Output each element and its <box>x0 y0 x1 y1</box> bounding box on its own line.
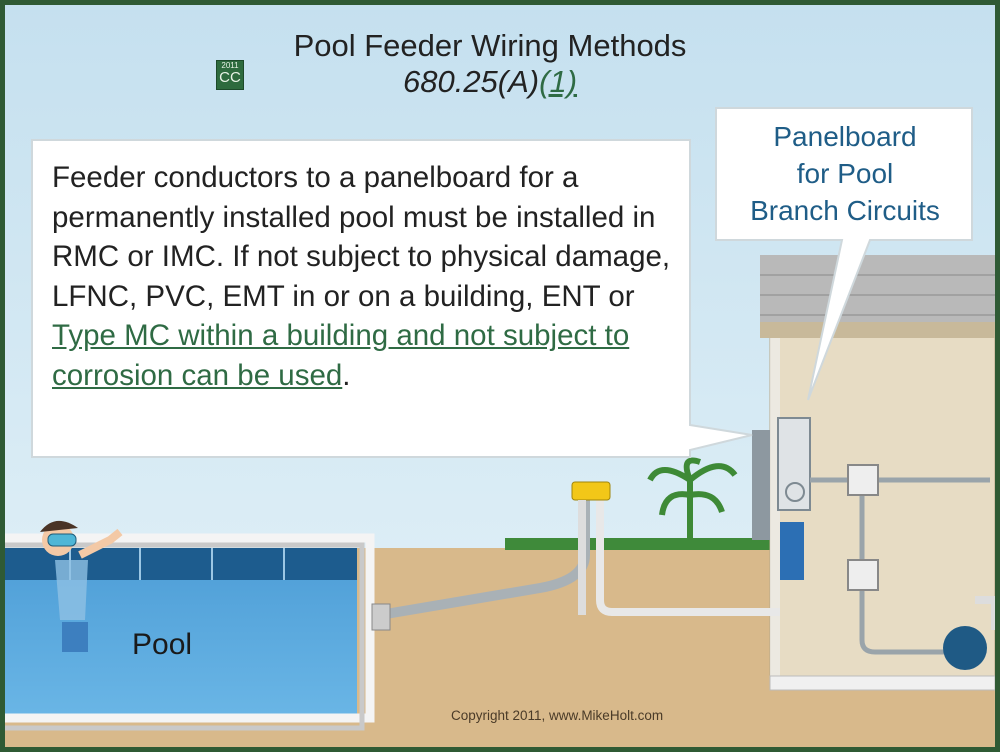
title-main: Pool Feeder Wiring Methods <box>293 28 687 63</box>
code-year-badge: 2011 CC <box>216 60 244 90</box>
pool-coping <box>5 533 375 723</box>
disconnect <box>780 522 804 580</box>
roof <box>760 255 995 333</box>
section-reference: 680.25(A)(1) <box>230 64 750 100</box>
junction-box <box>571 481 611 501</box>
panelboard <box>777 417 811 511</box>
callout-line-1: Panelboard <box>773 121 917 152</box>
note-box <box>31 139 753 458</box>
swimmer <box>40 520 123 652</box>
badge-code: CC <box>219 69 241 86</box>
note-text: Feeder conductors to a panelboard for a … <box>52 161 671 313</box>
palm-plant <box>647 457 738 540</box>
badge-year: 2011 <box>221 61 239 70</box>
panelboard-callout: Panelboard for Pool Branch Circuits <box>720 118 970 229</box>
callout-box <box>715 107 973 401</box>
rule-note: Feeder conductors to a panelboard for a … <box>52 158 692 395</box>
callout-line-3: Branch Circuits <box>750 195 940 226</box>
meter-conduit <box>752 430 770 540</box>
copyright: Copyright 2011, www.MikeHolt.com <box>451 708 664 723</box>
section-link[interactable]: (1) <box>539 64 578 99</box>
grass <box>505 538 770 550</box>
section-prefix: 680.25(A) <box>402 64 540 99</box>
pool-label: Pool <box>132 628 193 661</box>
pool-pump <box>943 626 987 670</box>
note-link[interactable]: Type MC within a building and not subjec… <box>52 319 630 392</box>
note-end: . <box>342 358 351 392</box>
callout-line-2: for Pool <box>796 158 894 189</box>
slide-title: Pool Feeder Wiring Methods 680.25(A)(1) <box>230 28 750 100</box>
